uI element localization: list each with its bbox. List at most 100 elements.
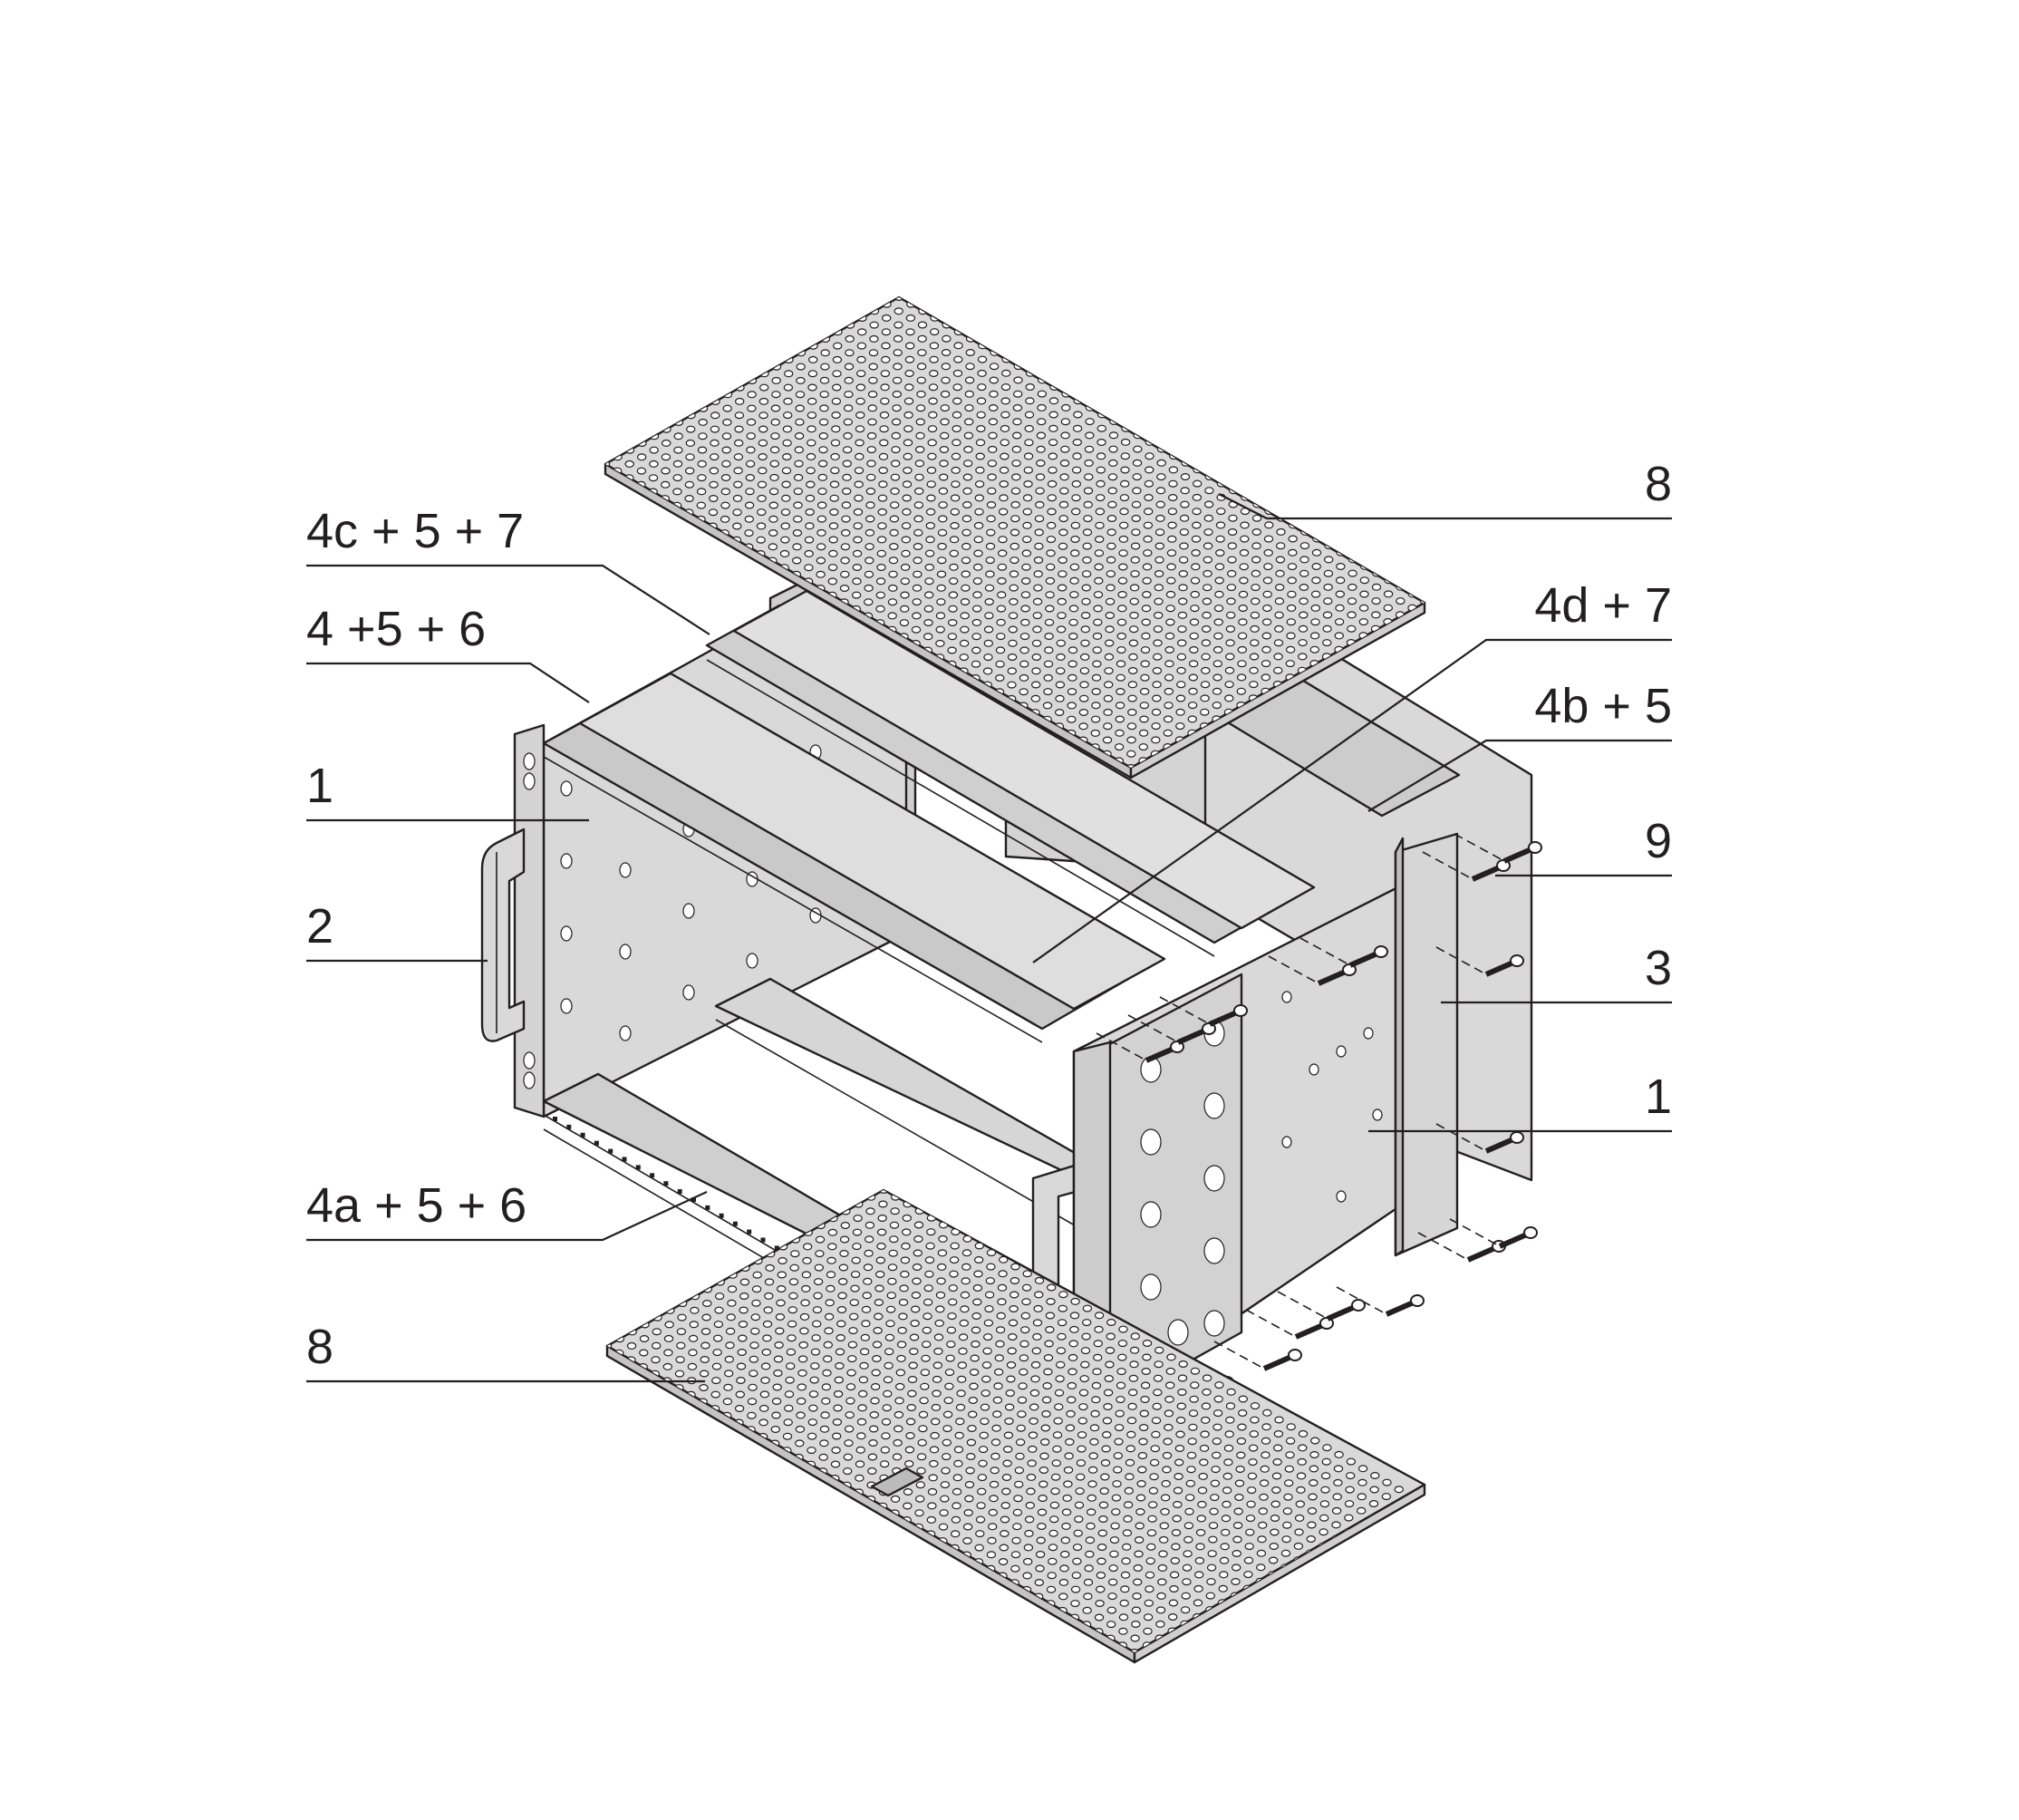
top-perforation-hole xyxy=(710,453,720,461)
bottom-perforation-hole xyxy=(1138,1423,1149,1431)
bottom-perforation-hole xyxy=(940,1495,950,1503)
screw-head xyxy=(1410,1294,1425,1307)
top-perforation-hole xyxy=(947,618,958,626)
bottom-perforation-hole xyxy=(1357,1465,1368,1473)
top-perforation-hole xyxy=(900,563,911,571)
top-perforation-hole xyxy=(1249,681,1259,689)
bottom-perforation-hole xyxy=(857,1404,867,1412)
top-perforation-hole xyxy=(977,383,987,392)
top-perforation-hole xyxy=(1036,418,1047,426)
bottom-perforation-hole xyxy=(1174,1444,1185,1452)
top-perforation-hole xyxy=(904,370,914,378)
bottom-perforation-hole xyxy=(1003,1431,1014,1439)
bottom-perforation-hole xyxy=(913,1221,924,1229)
bottom-perforation-hole xyxy=(1033,1304,1043,1312)
bottom-perforation-hole xyxy=(1270,1500,1280,1508)
screw-head xyxy=(1351,1299,1366,1312)
top-perforation-hole xyxy=(892,376,903,384)
top-perforation-hole xyxy=(1128,625,1139,634)
bottom-perforation-hole xyxy=(958,1333,969,1341)
bottom-perforation-hole xyxy=(1095,1585,1106,1593)
bottom-perforation-hole xyxy=(1169,1584,1179,1592)
top-perforation-hole xyxy=(1261,673,1271,682)
top-perforation-hole xyxy=(1024,439,1034,447)
top-perforation-hole xyxy=(1288,535,1298,543)
bottom-perforation-hole xyxy=(1026,1487,1036,1496)
top-perforation-hole xyxy=(661,453,671,461)
top-perforation-hole xyxy=(1299,556,1309,564)
bottom-perforation-hole xyxy=(1285,1451,1295,1459)
top-perforation-hole xyxy=(697,446,708,454)
bottom-perforation-hole xyxy=(1101,1430,1112,1438)
bottom-perforation-hole xyxy=(1027,1459,1037,1467)
top-perforation-hole xyxy=(1046,536,1057,544)
bottom-perforations xyxy=(607,1190,1416,1652)
bottom-perforation-hole xyxy=(869,1425,879,1433)
bottom-perforation-hole xyxy=(1007,1347,1017,1355)
top-perforation-hole xyxy=(852,563,863,571)
bottom-perforation-hole xyxy=(1293,1542,1304,1550)
top-perforation-hole xyxy=(794,446,805,454)
top-perforation-hole xyxy=(1202,584,1212,592)
top-perforation-hole xyxy=(904,355,915,363)
bottom-perforation-hole xyxy=(1018,1382,1028,1390)
top-perforation-hole xyxy=(1011,460,1021,468)
top-perforation-hole xyxy=(1008,625,1019,634)
top-perforation-hole xyxy=(924,577,934,586)
screw-shank xyxy=(1176,1027,1209,1045)
top-perforation-hole xyxy=(1155,514,1165,522)
bottom-perforation-hole xyxy=(1186,1451,1197,1459)
top-perforation-hole xyxy=(697,460,707,468)
top-perforation-hole xyxy=(1012,404,1023,412)
bottom-perforation-hole xyxy=(845,1411,855,1419)
top-perforation-hole xyxy=(987,473,997,481)
top-perforation-hole xyxy=(1191,563,1201,571)
bottom-perforation-hole xyxy=(911,1305,921,1313)
top-perforation-hole xyxy=(1130,542,1141,550)
bottom-perforation-hole xyxy=(1043,1353,1054,1361)
bottom-perforation-hole xyxy=(835,1348,845,1356)
bottom-perforation-hole xyxy=(1058,1304,1068,1312)
bottom-perforation-hole xyxy=(1148,1486,1159,1495)
top-perforation-hole xyxy=(817,473,828,481)
bottom-perforation-hole xyxy=(944,1369,955,1377)
bottom-perforation-hole xyxy=(714,1306,724,1314)
top-perforation-hole xyxy=(1047,479,1058,488)
top-perforation-hole xyxy=(828,549,838,557)
bottom-perforation-hole xyxy=(1110,1522,1120,1530)
top-perforation-hole xyxy=(842,446,853,454)
top-perforation-hole xyxy=(995,673,1005,682)
bottom-perforation-hole xyxy=(1064,1452,1074,1460)
bottom-perforation-hole xyxy=(1145,1557,1155,1565)
bottom-perforation-hole xyxy=(1086,1508,1096,1516)
bottom-perforation-hole xyxy=(1220,1543,1230,1551)
bottom-perforation-hole xyxy=(966,1438,977,1447)
top-perforation-hole xyxy=(900,591,910,599)
bottom-perforation-hole xyxy=(1193,1599,1203,1607)
top-perforation-hole xyxy=(1010,500,1020,508)
bottom-perforation-hole xyxy=(935,1305,945,1313)
bottom-perforation-hole xyxy=(1139,1409,1150,1418)
top-perforation-hole xyxy=(1131,528,1141,537)
top-perforation-hole xyxy=(1058,542,1068,550)
top-perforation-hole xyxy=(1067,673,1077,682)
top-perforation-hole xyxy=(1237,645,1248,653)
top-perforation-hole xyxy=(1025,383,1035,392)
bottom-perforation-hole xyxy=(945,1354,955,1362)
bottom-perforation-hole xyxy=(1094,1312,1105,1320)
top-perforation-hole xyxy=(1251,556,1261,564)
bottom-perforation-hole xyxy=(981,1389,990,1398)
handle-left[interactable] xyxy=(480,828,526,1042)
bottom-perforation-hole xyxy=(999,1255,1009,1263)
bottom-perforation-hole xyxy=(808,1404,818,1412)
bottom-perforation-hole xyxy=(999,1544,1010,1552)
bottom-perforation-hole xyxy=(934,1319,944,1327)
bottom-perforation-hole xyxy=(789,1263,799,1272)
top-perforation-hole xyxy=(953,342,963,350)
top-perforation-hole xyxy=(926,480,936,489)
top-perforation-hole xyxy=(1151,722,1161,731)
bottom-perforation-hole xyxy=(948,1284,959,1292)
top-perforation-hole xyxy=(783,397,793,405)
screw-head xyxy=(1510,1131,1524,1144)
bottom-perforation-hole xyxy=(1211,1451,1222,1459)
